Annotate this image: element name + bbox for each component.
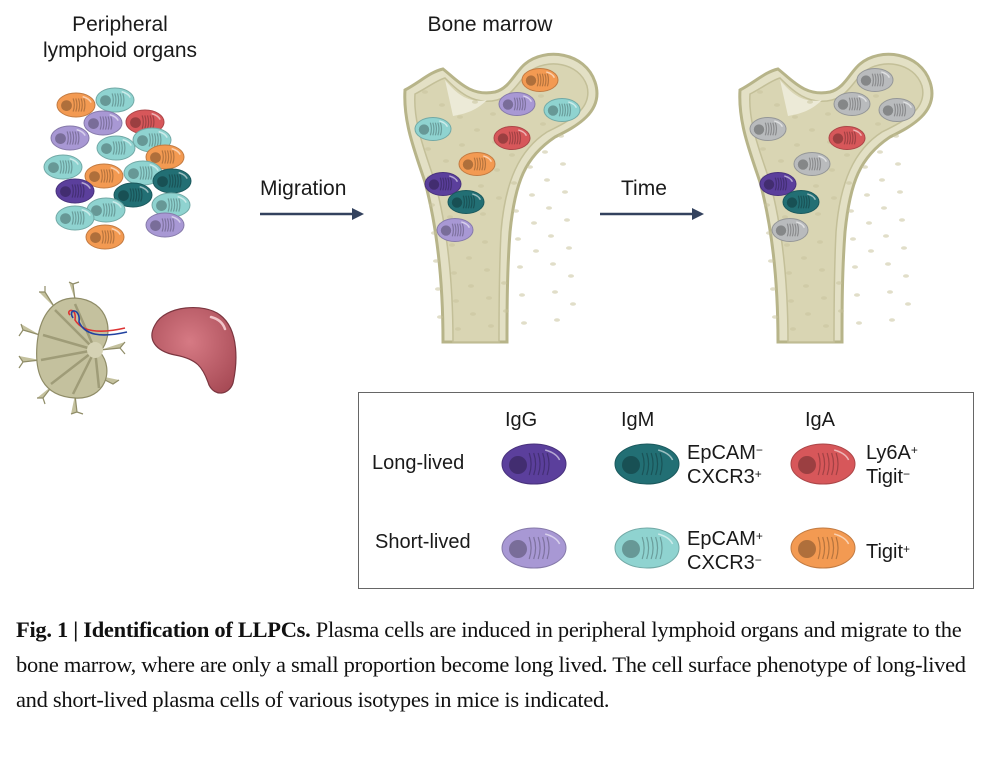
legend-cell-igg-long (501, 443, 567, 485)
legend-iga-short-markers: Tigit+ (866, 540, 910, 564)
legend-igm-long-markers: EpCAM− CXCR3+ (687, 441, 763, 489)
plasma-cell (84, 163, 124, 189)
time-label: Time (621, 177, 667, 200)
marker: CXCR3− (687, 551, 763, 575)
marker-sign: + (754, 467, 762, 481)
plasma-cell (436, 218, 474, 242)
legend-row-long-lived: Long-lived (372, 452, 465, 474)
caption-fig-label: Fig. 1 | Identification of LLPCs. (16, 617, 311, 642)
peripheral-lymphoid-organs-title: Peripheral lymphoid organs (20, 12, 220, 64)
marker-sign: + (910, 443, 918, 457)
plasma-cell (521, 68, 559, 92)
plasma-cell (85, 224, 125, 250)
plasma-cell (151, 192, 191, 218)
caption-text: Plasma cells are induced in peripheral l… (16, 617, 966, 712)
legend-cell-igm-short (614, 527, 680, 569)
marker-name: CXCR3 (687, 552, 755, 574)
marker: EpCAM+ (687, 527, 763, 551)
marker-name: CXCR3 (687, 466, 755, 488)
bone-marrow-title: Bone marrow (427, 13, 553, 36)
legend-col-igg: IgG (505, 409, 538, 431)
legend-iga-long-markers: Ly6A+ Tigit− (866, 441, 918, 489)
migration-arrow (260, 208, 364, 220)
plasma-cell (447, 190, 485, 214)
marker-name: Ly6A (866, 442, 911, 464)
plasma-cell (749, 117, 787, 141)
plasma-cell (145, 144, 185, 170)
legend-cell-igm-long (614, 443, 680, 485)
legend-cell-iga-long (790, 443, 856, 485)
bone-marrow-before (403, 52, 599, 344)
legend-igm-short-markers: EpCAM+ CXCR3− (687, 527, 763, 575)
plasma-cell (771, 218, 809, 242)
legend-cell-iga-short (790, 527, 856, 569)
plasma-cell (95, 87, 135, 113)
legend-row-short-lived: Short-lived (375, 531, 471, 553)
marker: EpCAM− (687, 441, 763, 465)
marker-sign: − (755, 443, 763, 457)
plasma-cell (878, 98, 916, 122)
plasma-cell (56, 92, 96, 118)
plasma-cell (759, 172, 797, 196)
plasma-cell (96, 135, 136, 161)
plasma-cell (424, 172, 462, 196)
time-arrow (600, 208, 704, 220)
plasma-cell (55, 178, 95, 204)
plasma-cell (152, 168, 192, 194)
plasma-cell (414, 117, 452, 141)
marker-sign: + (903, 542, 911, 556)
marker: Tigit− (866, 465, 918, 489)
legend-col-igm: IgM (621, 409, 655, 431)
marker-sign: − (754, 553, 762, 567)
plasma-cell (43, 154, 83, 180)
marker: Ly6A+ (866, 441, 918, 465)
plasma-cell (493, 126, 531, 150)
marker-name: Tigit (866, 541, 904, 563)
plasma-cell (793, 152, 831, 176)
plasma-cell (145, 212, 185, 238)
plasma-cell (498, 92, 536, 116)
plasma-cell (828, 126, 866, 150)
marker: Tigit+ (866, 540, 910, 564)
marker: CXCR3+ (687, 465, 763, 489)
plasma-cell (123, 160, 163, 186)
title-line-2: lymphoid organs (42, 39, 198, 62)
plasma-cell (50, 125, 90, 151)
figure-caption: Fig. 1 | Identification of LLPCs. Plasma… (16, 612, 976, 717)
plasma-cell (55, 205, 95, 231)
marker-name: Tigit (866, 466, 904, 488)
plasma-cell (458, 152, 496, 176)
plasma-cell (543, 98, 581, 122)
plasma-cell (83, 110, 123, 136)
lymph-node-icon (18, 281, 128, 415)
marker-name: EpCAM (687, 528, 756, 550)
plasma-cell (833, 92, 871, 116)
plasma-cell (113, 182, 153, 208)
bone-marrow-after (738, 52, 934, 344)
legend-cell-igg-short (501, 527, 567, 569)
plasma-cell (856, 68, 894, 92)
marker-name: EpCAM (687, 442, 756, 464)
legend-col-iga: IgA (805, 409, 836, 431)
title-line-1: Peripheral (72, 13, 168, 36)
marker-sign: − (903, 467, 911, 481)
plasma-cell (86, 197, 126, 223)
plasma-cell (782, 190, 820, 214)
marker-sign: + (755, 529, 763, 543)
legend-box (358, 392, 974, 589)
migration-label: Migration (260, 177, 347, 200)
spleen-icon (151, 306, 237, 394)
